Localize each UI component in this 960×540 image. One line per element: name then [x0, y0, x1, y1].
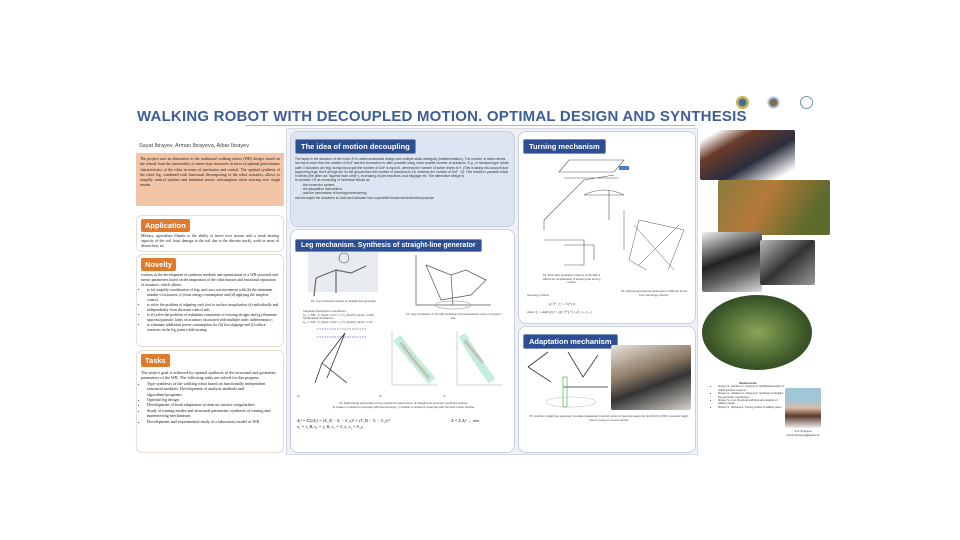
- decoupling-sub-2: - the adaptation mechanism,: [301, 187, 343, 192]
- adaptation-robot-photo: [611, 345, 691, 410]
- caption-f1: F1. Leg mechanism based on straight-line…: [311, 299, 376, 303]
- task-item: Development and experimental study of a …: [147, 419, 279, 424]
- robot-photo-1: [700, 130, 795, 180]
- label-a: a): [297, 394, 300, 398]
- reference-item: Ibrayev S., Jamalov N., Ibrayeva A. Synt…: [718, 392, 784, 399]
- equation-1: Δᵢ² = ΣΣ(Xᵢ) = (X_B − Xᵢ − S_x)² + (Y_B …: [297, 418, 390, 423]
- decoupling-text: The lapse in the structure of the most L…: [295, 157, 509, 179]
- novelty-heading: Novelty: [141, 258, 177, 271]
- novelty-item: to (f) solve the problem of redundant co…: [147, 313, 279, 323]
- turning-kinematic-figure: [543, 159, 685, 270]
- turning-heading: Turning mechanism: [523, 139, 606, 154]
- application-heading: Application: [141, 219, 190, 232]
- caption-turning-f3: F3. Kinematic equivalent scheme of the W…: [542, 273, 601, 285]
- chebyshev-values: θ₁,₂ = 180°, θ_transf = 172°, ε = θ_tran…: [303, 312, 375, 317]
- novelty-item: to eliminate additional power consumptio…: [147, 323, 279, 333]
- synth-values: θ₁,₂ = 220°, θ_transf = 140°, ε = θ_tran…: [303, 319, 373, 324]
- task-item: Development of limb adaptation system on…: [147, 402, 279, 407]
- novelty-item: to solve the problem of adapting each fo…: [147, 303, 279, 313]
- portrait-email[interactable]: arman.ibrayeva@kaznu.kz: [786, 432, 820, 437]
- caption-f3a: F3. Multicriterial optimization of leg m…: [339, 401, 468, 405]
- caption-turning-f4: F4. Optimal geometrical parameters of WR…: [621, 289, 687, 297]
- task-item: Optimal leg design: [147, 397, 279, 402]
- synth-label: Synthesized mechanism:: [303, 316, 335, 321]
- university-logo-1: [736, 96, 749, 109]
- decoupling-bullet-1: to consider LR as consisting of function…: [295, 178, 370, 183]
- leg-heading: Leg mechanism. Synthesis of straight-lin…: [295, 239, 482, 252]
- robot-outdoor-photo: [702, 295, 812, 370]
- isoenergy-label: Isoenergy criteria:: [527, 293, 550, 297]
- turning-section: Turning mechanism F3. Kinematic equivale…: [518, 131, 696, 324]
- author-portrait: [785, 388, 821, 428]
- label-b: b): [379, 394, 382, 398]
- turning-equation-2: where ζ₁ = dl/dt (2) ζ = [(ζ₁ᵀ)²·ζ₁²] = …: [527, 310, 592, 314]
- equation-3: Δ = Σ Δᵢ² → min: [451, 418, 480, 423]
- university-logo-2: [767, 96, 780, 109]
- novelty-section: Novelty consists in the development of s…: [136, 254, 284, 347]
- leg-mechanism-figure-f1: [308, 252, 378, 297]
- caption-f3b: b) Scatter of solutions (example) with b…: [332, 404, 475, 409]
- leg-mechanism-figure-f2: [415, 255, 491, 310]
- application-section: Application Military, agriculture (thank…: [136, 215, 284, 252]
- adaptation-section: Adaptation mechanism F5. Another straigh…: [518, 326, 696, 453]
- references-heading: Related works: [739, 382, 757, 385]
- decoupling-bullet-2: and decouple the actuators so that each …: [295, 195, 435, 200]
- scatter-plot-c: [456, 331, 502, 386]
- decoupling-sub-3: - and the mechanism of turning/maneuveri…: [301, 191, 367, 196]
- references: Related works Ibrayev S., Jamalov N., Ib…: [712, 382, 784, 409]
- task-item: Type synthesis of the walking robot base…: [147, 381, 279, 397]
- robot-prototype-photo-2: [760, 240, 815, 285]
- task-item: Study of turning modes and structural pa…: [147, 408, 279, 419]
- robot-prototype-photo-1: [702, 232, 762, 292]
- poster-title: WALKING ROBOT WITH DECOUPLED MOTION. OPT…: [137, 108, 747, 125]
- chebyshev-label: Classical Chebyshev's mechanism:: [303, 309, 347, 313]
- adaptation-scheme-figure: [527, 351, 608, 408]
- tasks-section: Tasks The project goal is achieved by op…: [136, 350, 284, 453]
- adaptation-heading: Adaptation mechanism: [523, 334, 618, 349]
- authors: Sayat Ibrayev, Arman Ibrayeva, Aibar Ibr…: [139, 143, 249, 149]
- leg-mechanism-section: Leg mechanism. Synthesis of straight-lin…: [290, 229, 515, 453]
- title-divider: [245, 125, 695, 126]
- robot-field-photo: [718, 180, 830, 235]
- equation-2: x₁ = x_B, x₂ = y_B, x₃ = S_x, x₄ = S_y: [297, 424, 364, 429]
- turning-equation-1: (ζ₁ᵀ)² · ζ₁² = ½ζ² (1): [549, 302, 576, 306]
- abstract: The project uses an alternative to the t…: [136, 153, 284, 206]
- reference-item: Ibrayev S., Ibrayeva A. Turning modes of…: [718, 406, 784, 409]
- decoupling-section: The idea of motion decoupling The lapse …: [290, 131, 515, 227]
- scatter-plot-b: [391, 331, 437, 386]
- novelty-item: to (a) simplify coordination of legs and…: [147, 288, 279, 303]
- reference-item: Ibrayev S., Jamalov N., Ibrayeva A. Mobi…: [718, 385, 784, 392]
- tasks-intro: The project goal is achieved by optimal …: [141, 370, 277, 381]
- portrait-name: A.S. Ibrayeva: [794, 429, 812, 433]
- caption-f2: F2. Leg mechanism of LR with rectilinear…: [406, 312, 501, 320]
- application-text: Military, agriculture (thanks to the abi…: [141, 234, 279, 248]
- novelty-intro: consists in the development of synthesis…: [141, 273, 278, 287]
- label-c: c): [443, 394, 446, 398]
- university-logo-3: [800, 96, 813, 109]
- optimization-figures-f3: [314, 328, 502, 386]
- decoupling-heading: The idea of motion decoupling: [295, 139, 416, 154]
- reference-item: Ibrayev S. et al. Structural and kinemat…: [718, 399, 784, 406]
- tasks-heading: Tasks: [141, 354, 170, 367]
- decoupling-sub-1: - the locomotor system,: [301, 182, 336, 187]
- caption-adaptation-f5: F5. Another straight-line generator prov…: [529, 414, 689, 422]
